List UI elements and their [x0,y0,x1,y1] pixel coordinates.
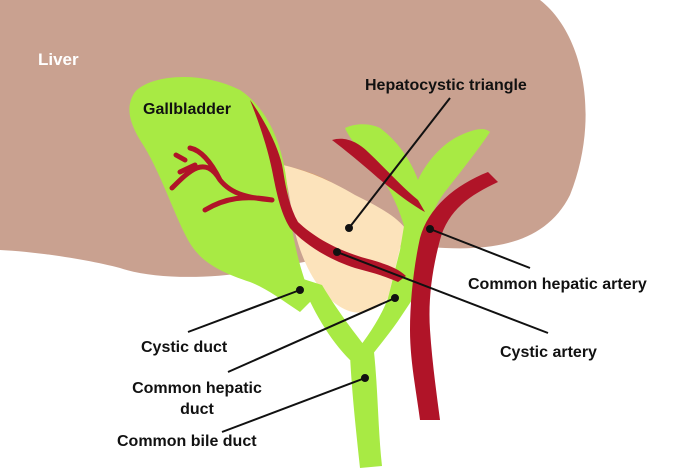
leader-common-hepatic-duct [227,297,396,373]
common-hepatic-duct-shape [345,124,490,360]
leader-common-bile-duct [221,377,366,433]
label-common-bile-duct: Common bile duct [117,433,257,450]
label-common-hepatic-duct-line1: Common hepatic [132,380,262,397]
leader-dot-common-hepatic-duct [391,294,399,302]
cystic-artery-branches [169,145,275,213]
leader-cystic-duct [187,289,301,333]
leader-dot-hepatocystic-triangle [345,224,353,232]
label-gallbladder: Gallbladder [143,101,232,118]
leader-cystic-artery [336,251,549,334]
leader-common-hepatic-artery [429,228,531,269]
label-cystic-artery: Cystic artery [500,344,597,361]
leader-dot-common-hepatic-artery [426,225,434,233]
label-cystic-duct: Cystic duct [141,339,228,356]
label-common-hepatic-artery: Common hepatic artery [468,276,647,293]
leader-dot-cystic-artery [333,248,341,256]
cystic-duct-shape [300,278,372,360]
label-liver: Liver [38,50,79,69]
hepatocystic-triangle-region [283,165,405,313]
cystic-artery-shape [250,100,406,282]
common-bile-duct-shape [350,352,382,468]
label-hepatocystic-triangle: Hepatocystic triangle [365,77,527,94]
leader-lines [187,97,549,433]
leader-dot-cystic-duct [296,286,304,294]
right-hepatic-artery [332,138,425,212]
leader-dot-common-bile-duct [361,374,369,382]
leader-hepatocystic-triangle [348,97,451,229]
label-common-hepatic-duct-line2: duct [180,401,214,418]
common-hepatic-artery-shape [410,172,498,420]
